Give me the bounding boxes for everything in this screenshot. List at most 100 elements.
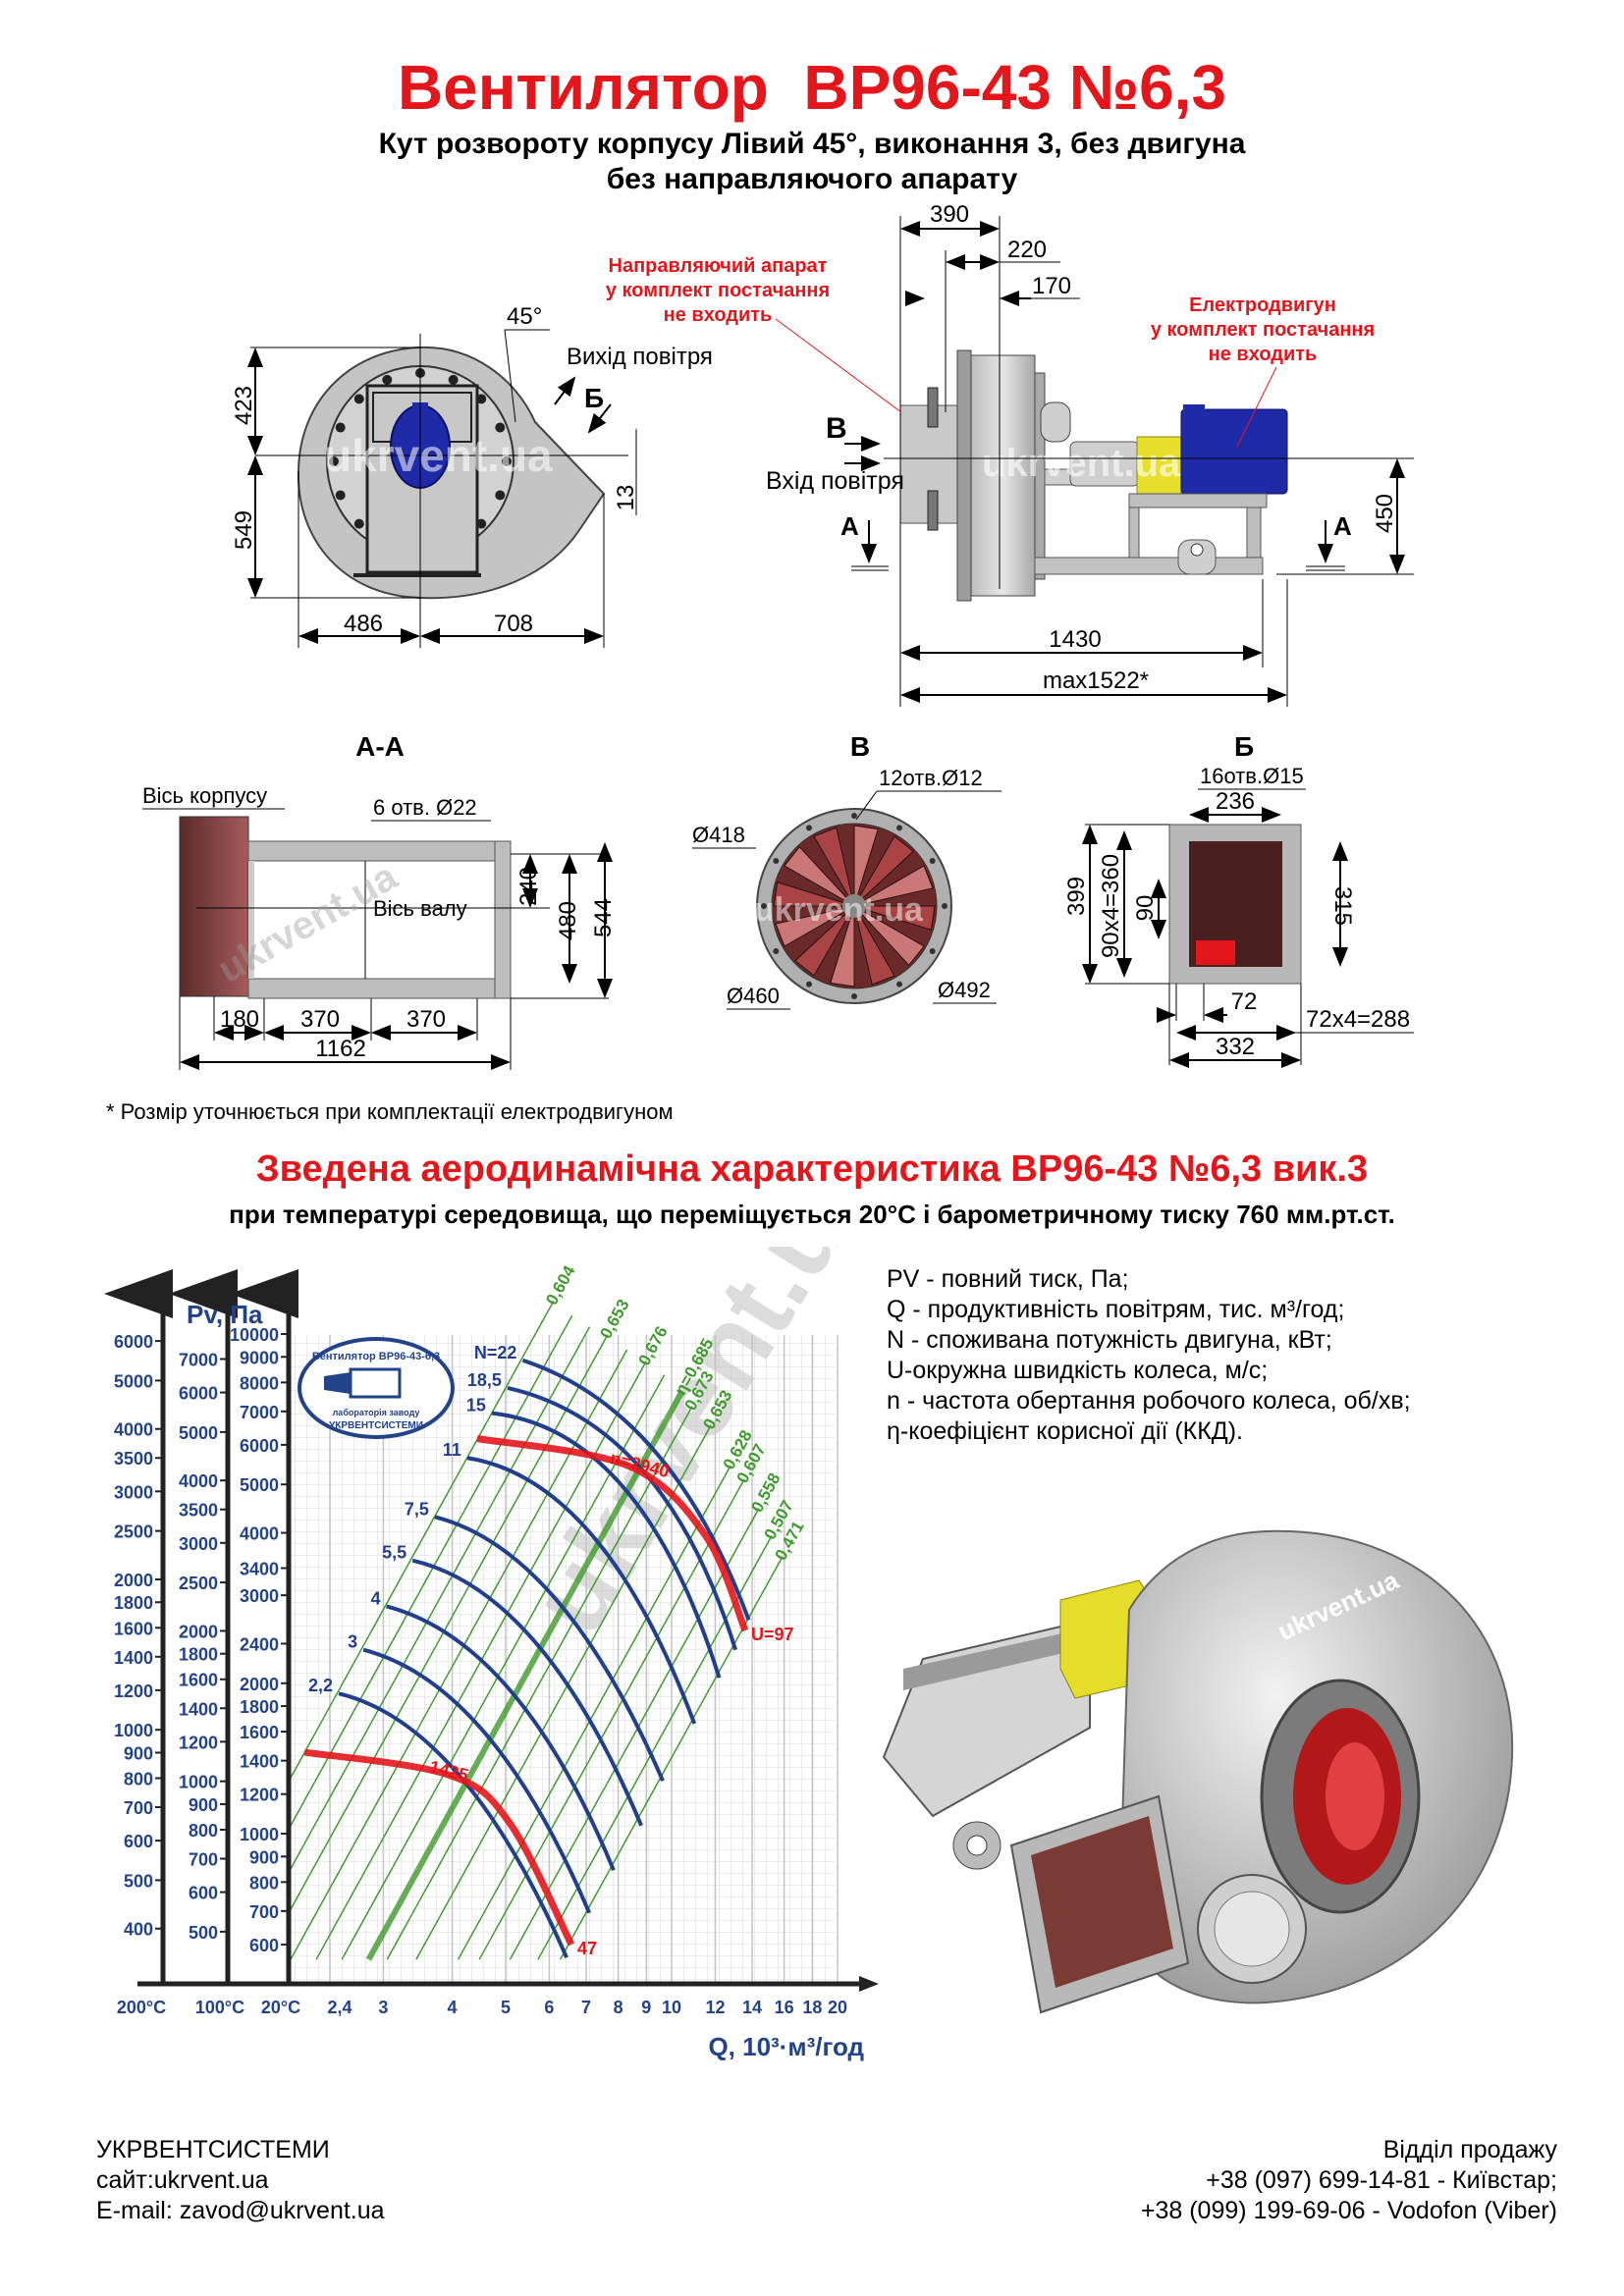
subtitle-line-1: Кут розвороту корпусу Лівий 45°, виконан… (378, 128, 1246, 160)
legend-item: η-коефіцієнт корисної дії (ККД). (887, 1417, 1243, 1445)
bolt-hole (929, 858, 936, 864)
power-curve-label: 5,5 (382, 1543, 406, 1563)
dim-13: 13 (613, 485, 639, 511)
y-axis-title: Pv, Па (187, 1300, 263, 1329)
bolt-hole (329, 456, 339, 466)
y-tick-label: 1200 (114, 1682, 153, 1701)
website-link[interactable]: сайт:ukrvent.ua (96, 2166, 269, 2194)
x-tick-label: 5 (501, 1998, 511, 2017)
bolt-hole (773, 858, 780, 864)
dim-90x4-360: 90x4=360 (1098, 854, 1124, 958)
y-tick-label: 3500 (114, 1449, 153, 1468)
dim-236: 236 (1216, 788, 1255, 815)
impeller-blade (853, 835, 914, 907)
axis-temperature-label: 200°С (117, 1998, 166, 2017)
power-curve (491, 1411, 722, 1679)
power-curve (411, 1558, 643, 1827)
y-tick-label: 1800 (114, 1593, 153, 1613)
legend-item: PV - повний тиск, Па; (887, 1265, 1129, 1293)
y-tick-label: 1200 (179, 1733, 218, 1752)
y-tick-label: 900 (249, 1847, 279, 1867)
y-tick-label: 3000 (179, 1534, 218, 1554)
x-tick-label: 12 (705, 1998, 725, 2017)
y-tick-label: 700 (249, 1902, 279, 1922)
dim-390: 390 (930, 201, 969, 228)
impeller-blade (853, 905, 925, 966)
impeller-blade (853, 905, 895, 986)
footer-company: УКРВЕНТСИСТЕМИ сайт:ukrvent.ua E-mail: z… (96, 2135, 385, 2226)
bolt-hole (929, 948, 936, 954)
dim-486: 486 (344, 611, 383, 637)
impeller-blade (830, 905, 855, 988)
dim-423: 423 (231, 386, 257, 425)
y-tick-label: 3000 (240, 1586, 279, 1606)
y-tick-label: 600 (189, 1884, 218, 1903)
y-tick-label: 2500 (114, 1522, 153, 1542)
bolt-hole (896, 825, 902, 831)
svg-text:не входить: не входить (664, 304, 773, 326)
fan-3d-render: ukrvent.ua (882, 1529, 1514, 2014)
diameter-418: Ø418 (692, 823, 745, 847)
angle-45: 45° (507, 303, 542, 330)
svg-text:Електродвигун: Електродвигун (1189, 294, 1336, 316)
y-tick-label: 8000 (240, 1373, 279, 1393)
efficiency-line (288, 1326, 591, 1873)
aero-chart: ukrvent.ua Вентилятор ВР96-43-6,3 лабора… (104, 1247, 893, 2061)
power-curve-label: 3 (348, 1632, 357, 1652)
impeller-blade (853, 825, 879, 907)
power-curve (466, 1456, 697, 1725)
technical-drawings: 423 549 486 708 13 45° Вихід повітря Б u… (142, 201, 1414, 1070)
certification-stamp: Вентилятор ВР96-43-6,3 лабораторія завод… (298, 1337, 455, 1439)
y-tick-label: 1800 (240, 1697, 279, 1717)
holes-label: 6 отв. Ø22 (373, 795, 477, 820)
housing-axis-label: Вісь корпусу (142, 783, 267, 808)
dim-max1522: max1522* (1043, 667, 1149, 694)
bolt-hole (495, 490, 506, 501)
axis-temperature-label: 100°С (195, 1998, 244, 2017)
y-tick-label: 2500 (179, 1574, 218, 1593)
x-tick-label: 8 (614, 1998, 623, 2017)
efficiency-line (365, 1389, 685, 1961)
motor-icon (1180, 408, 1288, 495)
watermark: ukrvent.ua (324, 430, 553, 481)
chart-subtitle: при температурі середовища, що переміщує… (229, 1200, 1395, 1229)
phone-kyivstar[interactable]: +38 (097) 699-14-81 - Київстар; (1206, 2166, 1557, 2194)
outlet-air-label: Вихід повітря (567, 344, 713, 370)
dim-170: 170 (1032, 273, 1071, 299)
impeller-blade (773, 881, 855, 907)
bolt-hole (942, 903, 947, 909)
bolt-hole (851, 813, 857, 819)
y-tick-label: 500 (124, 1871, 153, 1891)
phone-vodafone[interactable]: +38 (099) 199-69-06 - Vodofon (Viber) (1140, 2197, 1557, 2224)
y-tick-label: 900 (189, 1795, 218, 1815)
y-tick-label: 1600 (179, 1671, 218, 1690)
section-a-right: А (1333, 511, 1352, 541)
footnote: * Розмір уточнюється при комплектації ел… (106, 1099, 674, 1124)
bolt-hole (448, 374, 459, 385)
impeller-blade (813, 827, 855, 907)
holes-label: 12отв.Ø12 (879, 766, 983, 790)
email-link[interactable]: E-mail: zavod@ukrvent.ua (96, 2197, 385, 2224)
x-tick-label: 2,4 (327, 1998, 352, 2017)
y-tick-label: 3000 (114, 1482, 153, 1502)
impeller-blade (794, 905, 855, 977)
power-curve-label: 2,2 (308, 1676, 333, 1695)
y-tick-label: 1600 (114, 1619, 153, 1638)
y-tick-label: 4000 (179, 1471, 218, 1491)
svg-text:Вентилятор ВР96-43-6,3: Вентилятор ВР96-43-6,3 (312, 1351, 440, 1362)
svg-text:не входить: не входить (1209, 344, 1318, 365)
y-tick-label: 1600 (240, 1723, 279, 1742)
bolt-hole (896, 981, 902, 988)
y-tick-label: 1400 (240, 1752, 279, 1772)
x-tick-label: 14 (742, 1998, 762, 2017)
dim-1430: 1430 (1049, 626, 1101, 653)
power-curve-label: 15 (466, 1396, 486, 1415)
power-curve-label: 7,5 (405, 1499, 429, 1519)
dim-544: 544 (590, 898, 617, 937)
front-view: 423 549 486 708 13 45° Вихід повітря Б u… (231, 303, 713, 648)
power-curve (434, 1515, 665, 1782)
dim-72x4-288: 72x4=288 (1306, 1006, 1410, 1033)
efficiency-line (509, 1508, 760, 1960)
legend-item: N - споживана потужність двигуна, кВт; (887, 1326, 1332, 1354)
power-curve (362, 1647, 591, 1914)
